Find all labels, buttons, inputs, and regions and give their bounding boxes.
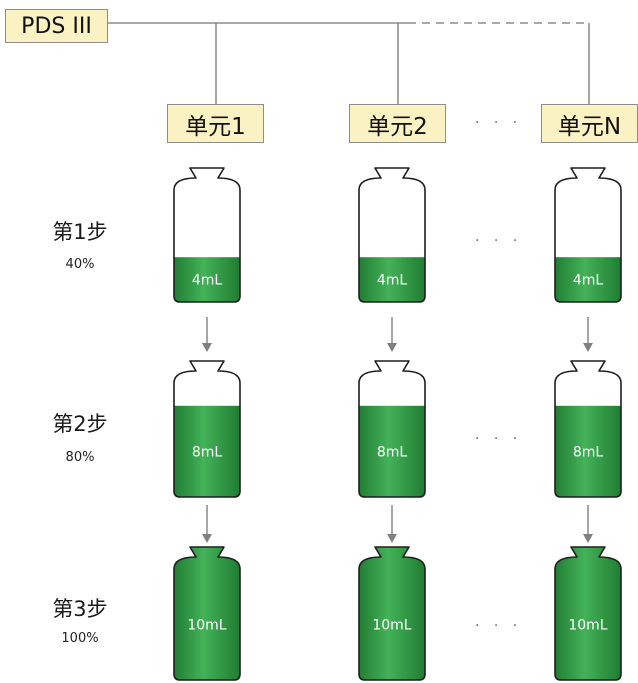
step-3-label: 第3步 <box>52 597 108 621</box>
volume-label: 4mL <box>377 273 408 289</box>
liquid-fill <box>555 257 621 302</box>
volume-label: 8mL <box>377 444 408 460</box>
bottle-step1-unit2: 4mL <box>358 167 426 303</box>
down-arrow-icon <box>583 505 593 543</box>
down-arrow-icon <box>583 317 593 352</box>
step-3-ellipsis: · · · <box>475 618 523 634</box>
volume-label: 8mL <box>573 444 604 460</box>
liquid-fill <box>555 547 621 680</box>
volume-label: 4mL <box>192 273 223 289</box>
volume-label: 10mL <box>372 618 411 634</box>
bottle-step2-unit3: 8mL <box>554 360 622 498</box>
down-arrow-icon <box>202 505 212 543</box>
step-2-ellipsis: · · · <box>475 431 523 447</box>
step-1-ellipsis: · · · <box>475 233 523 249</box>
liquid-fill <box>359 547 425 680</box>
volume-label: 10mL <box>568 618 607 634</box>
step-2-label: 第2步 <box>52 412 108 436</box>
liquid-fill <box>359 405 425 497</box>
step-3-percent: 100% <box>61 631 99 646</box>
liquid-fill <box>555 405 621 497</box>
unit-2-label: 单元2 <box>349 104 446 143</box>
bottle-step1-unit1: 4mL <box>173 167 241 303</box>
down-arrow-icon <box>387 505 397 543</box>
units-ellipsis: · · · <box>475 115 523 131</box>
bottle-step2-unit2: 8mL <box>358 360 426 498</box>
bottle-step3-unit2: 10mL <box>358 546 426 681</box>
volume-label: 4mL <box>573 273 604 289</box>
step-2-percent: 80% <box>65 450 95 465</box>
liquid-fill <box>174 257 240 302</box>
volume-label: 8mL <box>192 444 223 460</box>
step-1-percent: 40% <box>65 257 95 272</box>
bottle-step3-unit3: 10mL <box>554 546 622 681</box>
bottle-step2-unit1: 8mL <box>173 360 241 498</box>
liquid-fill <box>174 547 240 680</box>
down-arrow-icon <box>387 317 397 352</box>
down-arrow-icon <box>202 317 212 352</box>
bottle-step3-unit1: 10mL <box>173 546 241 681</box>
unit-1-label: 单元1 <box>167 104 264 143</box>
pds-root-label: PDS III <box>5 9 108 43</box>
liquid-fill <box>174 405 240 497</box>
volume-label: 10mL <box>187 618 226 634</box>
step-1-label: 第1步 <box>52 220 108 244</box>
unit-n-label: 单元N <box>541 104 638 143</box>
bottle-step1-unit3: 4mL <box>554 167 622 303</box>
liquid-fill <box>359 257 425 302</box>
